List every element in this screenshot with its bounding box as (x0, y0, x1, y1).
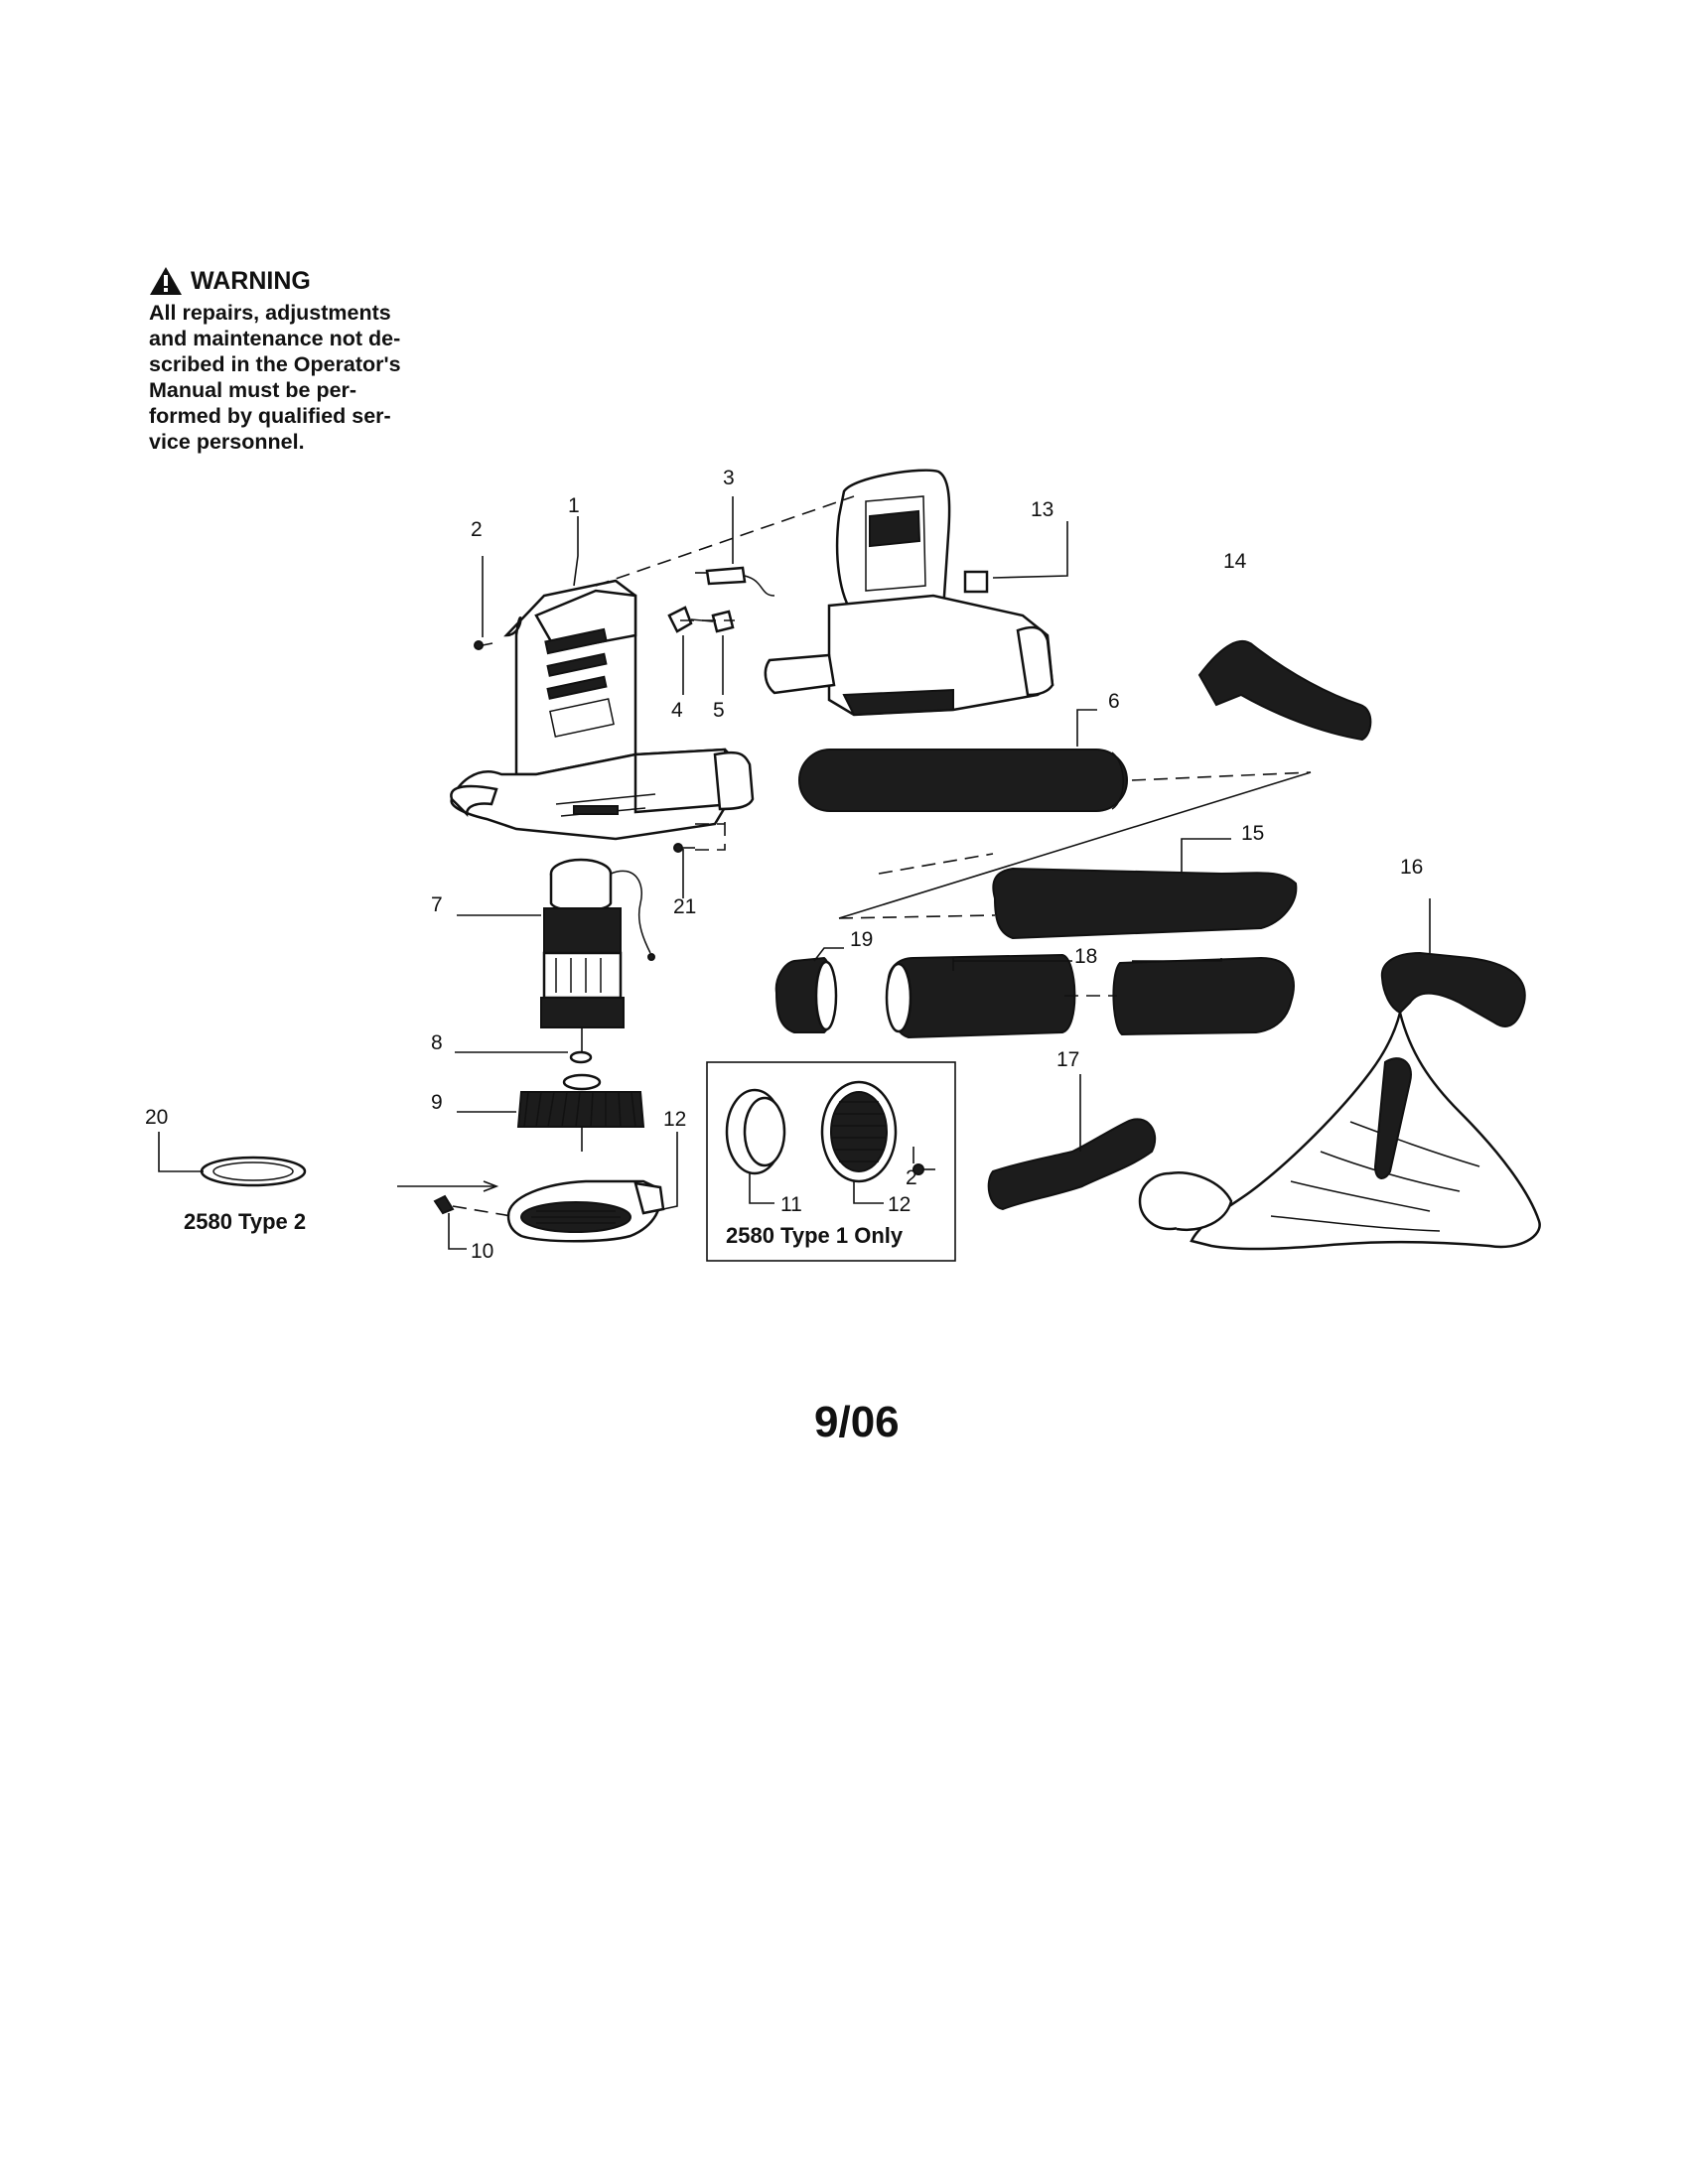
callout-5: 5 (713, 699, 725, 722)
callout-7: 7 (431, 893, 443, 916)
callout-14: 14 (1223, 550, 1247, 573)
warning-line: All repairs, adjustments (149, 301, 391, 325)
callout-9: 9 (431, 1091, 443, 1114)
seal-ring (200, 1156, 307, 1187)
warning-line: vice personnel. (149, 430, 305, 454)
callout-12: 12 (663, 1108, 686, 1131)
callout-13: 13 (1031, 498, 1053, 521)
warning-line: formed by qualified ser- (149, 404, 391, 428)
leader-lines (158, 496, 1431, 1250)
warning-block: WARNING All repairs, adjustments and mai… (149, 266, 437, 455)
callout-12-inset: 12 (888, 1193, 911, 1216)
washer (569, 1050, 593, 1064)
callout-4: 4 (671, 699, 683, 722)
warning-heading: WARNING (149, 266, 437, 296)
switch-assembly (667, 566, 775, 633)
callout-11: 11 (780, 1193, 802, 1216)
warning-triangle-icon (150, 267, 182, 295)
warning-line: Manual must be per- (149, 378, 357, 402)
cover-screw (433, 1194, 512, 1217)
collection-bag (1138, 951, 1541, 1251)
warning-line: scribed in the Operator's (149, 352, 401, 376)
callout-19: 19 (850, 928, 873, 951)
callout-3: 3 (723, 467, 735, 489)
screw-parts (474, 640, 935, 1175)
warning-line: and maintenance not de- (149, 327, 401, 350)
motor (540, 858, 655, 1052)
callout-20: 20 (145, 1106, 168, 1129)
callout-1: 1 (568, 494, 580, 517)
blower-housing-right (764, 469, 1054, 717)
revision-date: 9/06 (814, 1398, 900, 1446)
impeller-cover (506, 1179, 665, 1243)
callout-18: 18 (1074, 945, 1097, 968)
concentrator-nozzle (992, 867, 1298, 940)
callout-21: 21 (673, 895, 696, 918)
callout-8: 8 (431, 1031, 443, 1054)
warning-text: All repairs, adjustments and maintenance… (149, 300, 437, 455)
vacuum-tube-elbow (987, 1118, 1157, 1211)
callout-10: 10 (471, 1240, 493, 1263)
caption-type2: 2580 Type 2 (184, 1209, 306, 1234)
warning-title: WARNING (191, 266, 311, 295)
type1-parts (725, 1080, 898, 1183)
elbow-nozzle (1197, 640, 1372, 742)
callout-15: 15 (1241, 822, 1264, 845)
tube-extensions (885, 953, 1295, 1039)
callout-6: 6 (1108, 690, 1120, 713)
assembly-lines (397, 495, 1312, 1192)
callout-2-inset: 2 (906, 1166, 917, 1189)
fan-impeller (516, 1073, 645, 1152)
type1-inset-box (706, 1061, 956, 1262)
callout-17: 17 (1056, 1048, 1079, 1071)
callout-2: 2 (471, 518, 483, 541)
blower-housing-left (450, 579, 755, 841)
blower-tube (798, 749, 1128, 812)
caption-type1: 2580 Type 1 Only (726, 1223, 904, 1248)
callout-numbers: 2 1 3 4 5 13 14 6 15 16 19 18 17 7 21 8 … (145, 467, 1423, 1263)
nozzle-tip (774, 956, 838, 1033)
callout-16: 16 (1400, 856, 1423, 879)
